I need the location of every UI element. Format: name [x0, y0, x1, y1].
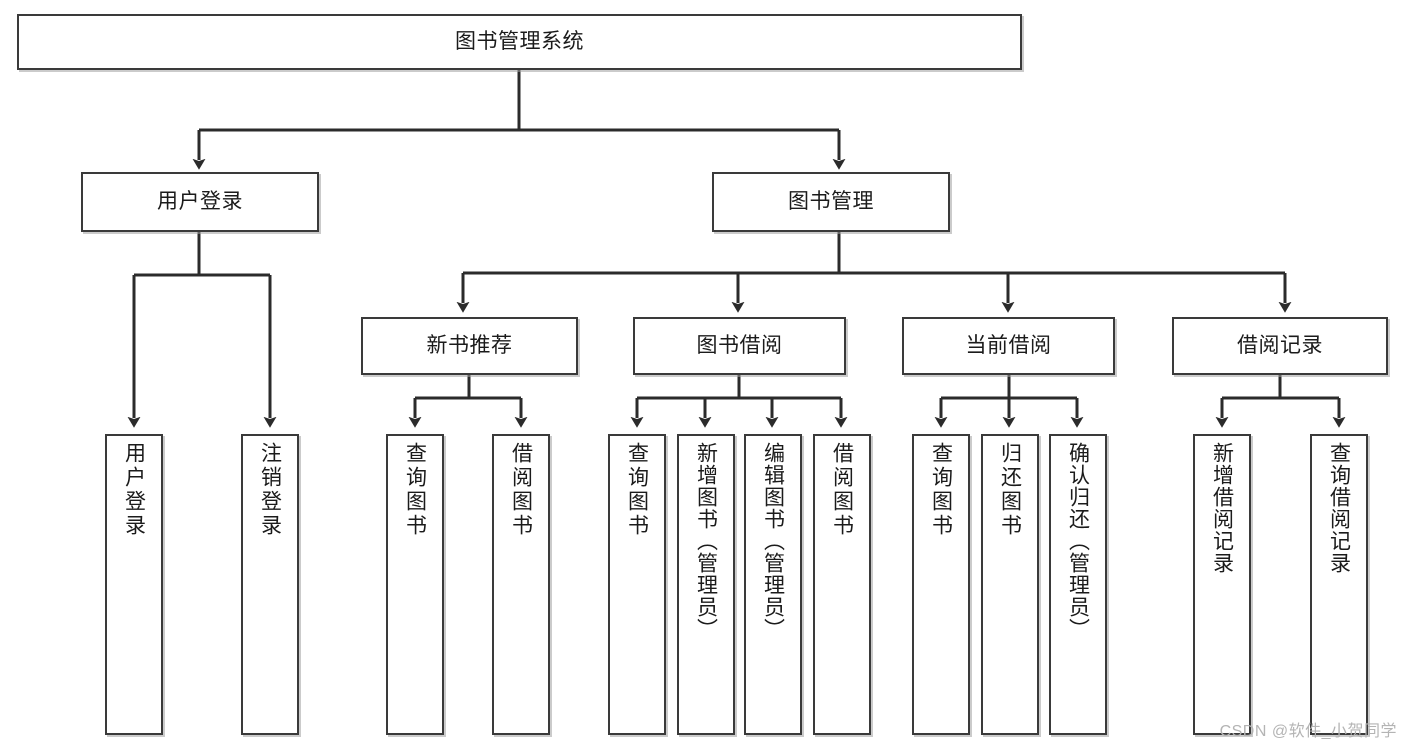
leaf-borrow-query-book[interactable]: 查询图书: [608, 434, 666, 735]
node-current-borrow[interactable]: 当前借阅: [902, 317, 1115, 375]
leaf-borrow-edit-book[interactable]: 编辑图书（管理员）: [744, 434, 802, 735]
leaf-borrow-add-book[interactable]: 新增图书（管理员）: [677, 434, 735, 735]
leaf-borrow-edit-book-label: 编辑图书（管理员）: [761, 442, 785, 640]
leaf-current-query-book-label: 查询图书: [929, 442, 953, 538]
leaf-current-return-book[interactable]: 归还图书: [981, 434, 1039, 735]
leaf-current-query-book[interactable]: 查询图书: [912, 434, 970, 735]
leaf-record-add-label: 新增借阅记录: [1210, 442, 1234, 574]
node-book-management-label: 图书管理: [788, 190, 874, 214]
leaf-current-confirm-return[interactable]: 确认归还（管理员）: [1049, 434, 1107, 735]
node-book-borrow[interactable]: 图书借阅: [633, 317, 846, 375]
leaf-borrow-add-book-label: 新增图书（管理员）: [694, 442, 718, 640]
node-new-book-recommend-label: 新书推荐: [426, 334, 513, 358]
leaf-record-query[interactable]: 查询借阅记录: [1310, 434, 1368, 735]
leaf-new-book-query[interactable]: 查询图书: [386, 434, 444, 735]
leaf-user-login-logout-label: 注销登录: [258, 442, 282, 538]
leaf-record-add[interactable]: 新增借阅记录: [1193, 434, 1251, 735]
leaf-new-book-borrow-label: 借阅图书: [509, 442, 533, 538]
node-book-management[interactable]: 图书管理: [712, 172, 950, 232]
node-root-label: 图书管理系统: [455, 30, 584, 54]
leaf-user-login-login-label: 用户登录: [122, 442, 146, 538]
node-current-borrow-label: 当前借阅: [965, 334, 1052, 358]
leaf-record-query-label: 查询借阅记录: [1327, 442, 1351, 574]
watermark: CSDN @软件_小贺同学: [1219, 723, 1397, 740]
leaf-borrow-borrow-book[interactable]: 借阅图书: [813, 434, 871, 735]
node-borrow-record-label: 借阅记录: [1237, 334, 1323, 358]
node-user-login[interactable]: 用户登录: [81, 172, 319, 232]
node-user-login-label: 用户登录: [157, 190, 243, 214]
node-borrow-record[interactable]: 借阅记录: [1172, 317, 1388, 375]
leaf-new-book-query-label: 查询图书: [403, 442, 427, 538]
leaf-new-book-borrow[interactable]: 借阅图书: [492, 434, 550, 735]
leaf-user-login-logout[interactable]: 注销登录: [241, 434, 299, 735]
leaf-borrow-query-book-label: 查询图书: [625, 442, 649, 538]
node-book-borrow-label: 图书借阅: [696, 334, 783, 358]
node-root[interactable]: 图书管理系统: [17, 14, 1022, 70]
node-new-book-recommend[interactable]: 新书推荐: [361, 317, 578, 375]
leaf-current-confirm-return-label: 确认归还（管理员）: [1066, 442, 1090, 640]
leaf-user-login-login[interactable]: 用户登录: [105, 434, 163, 735]
leaf-current-return-book-label: 归还图书: [998, 442, 1022, 538]
leaf-borrow-borrow-book-label: 借阅图书: [830, 442, 854, 538]
